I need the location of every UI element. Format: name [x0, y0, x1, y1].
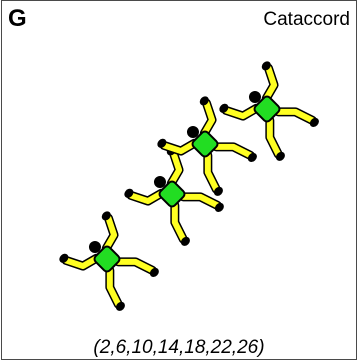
right-hand	[101, 211, 111, 221]
right-hand	[261, 61, 271, 71]
left-arm	[222, 105, 260, 120]
left-hand	[219, 103, 229, 113]
left-hand	[124, 188, 134, 198]
torso	[93, 245, 121, 273]
left-leg	[204, 152, 220, 193]
right-leg	[213, 143, 254, 159]
left-arm	[62, 255, 100, 270]
skydiver-icon	[59, 211, 159, 311]
panel-letter: G	[8, 5, 27, 32]
left-foot	[275, 151, 285, 161]
left-hand	[157, 138, 167, 148]
right-arm	[168, 149, 183, 187]
skydiver-icon	[157, 96, 257, 196]
left-leg	[171, 202, 187, 243]
right-arm	[103, 214, 118, 252]
right-foot	[149, 267, 159, 277]
right-foot	[309, 117, 319, 127]
sequence-label: (2,6,10,14,18,22,26)	[93, 337, 265, 358]
right-arm	[263, 64, 278, 102]
right-leg	[275, 108, 316, 124]
torso	[158, 180, 186, 208]
formation-name: Cataccord	[263, 9, 350, 30]
head	[153, 175, 166, 188]
right-hand	[199, 96, 209, 106]
left-arm	[160, 140, 198, 155]
left-arm	[127, 190, 165, 205]
torso	[253, 95, 281, 123]
left-foot	[213, 186, 223, 196]
left-hand	[59, 253, 69, 263]
right-leg	[180, 193, 221, 209]
skydiver-icon	[124, 146, 224, 246]
head	[186, 125, 199, 138]
left-leg	[106, 267, 122, 308]
left-foot	[115, 301, 125, 311]
skydiver-icon	[219, 61, 319, 161]
right-arm	[201, 99, 216, 137]
head	[248, 90, 261, 103]
left-foot	[180, 236, 190, 246]
right-foot	[247, 152, 257, 162]
right-leg	[115, 258, 156, 274]
right-foot	[214, 202, 224, 212]
left-leg	[266, 117, 282, 158]
torso	[191, 130, 219, 158]
head	[88, 240, 101, 253]
